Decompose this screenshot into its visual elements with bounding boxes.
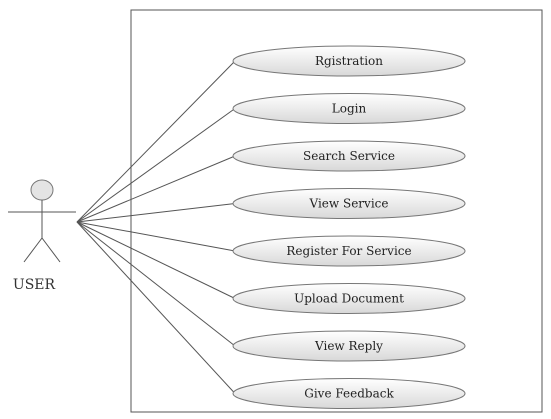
- association-line: [76, 60, 236, 223]
- use-case-ellipse: [232, 235, 466, 267]
- use-case-label: Upload Document: [294, 292, 404, 306]
- use-case: View Service: [232, 188, 466, 219]
- use-case: Register For Service: [232, 235, 466, 267]
- association-line: [76, 221, 236, 394]
- use-case-label: Give Feedback: [304, 387, 394, 401]
- use-case-ellipse: [232, 378, 466, 409]
- use-case-ellipse: [232, 283, 466, 314]
- use-case-label: Rgistration: [315, 54, 383, 68]
- actor-label: USER: [13, 277, 56, 293]
- association-line: [76, 108, 236, 223]
- use-case: Upload Document: [232, 283, 466, 314]
- use-case: View Reply: [232, 330, 466, 362]
- use-case-ellipse: [232, 188, 466, 219]
- use-case-label: Register For Service: [286, 244, 411, 258]
- use-case: Login: [232, 93, 466, 124]
- use-case: Rgistration: [232, 45, 466, 77]
- actor-right-leg: [41, 237, 61, 263]
- use-case-label: Search Service: [303, 149, 395, 163]
- use-case-label: View Service: [309, 197, 389, 211]
- actor-user: USER: [8, 179, 76, 293]
- association-line: [76, 221, 236, 252]
- association-line: [76, 155, 236, 223]
- use-case-ellipse: [232, 330, 466, 362]
- actor-left-leg: [23, 237, 43, 263]
- use-case: Give Feedback: [232, 378, 466, 409]
- system-boundary: [130, 9, 543, 413]
- use-case-ellipse: [232, 45, 466, 77]
- actor-head: [30, 179, 54, 201]
- use-case: Search Service: [232, 140, 466, 172]
- use-case-label: Login: [332, 102, 367, 116]
- association-line: [76, 221, 236, 299]
- association-lines: [76, 60, 236, 394]
- association-line: [76, 203, 236, 223]
- use-case-ellipse: [232, 140, 466, 172]
- association-line: [76, 221, 236, 347]
- use-case-ellipse: [232, 93, 466, 124]
- use-case-label: View Reply: [314, 339, 383, 353]
